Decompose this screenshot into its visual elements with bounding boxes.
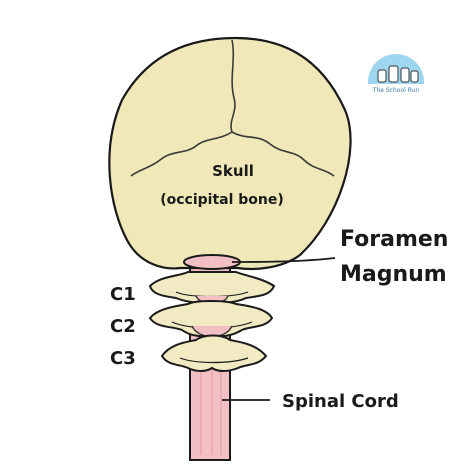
- school-run-logo: The School Run: [368, 54, 424, 94]
- vertebra-c2: [148, 300, 274, 338]
- sagittal-suture: [230, 39, 236, 133]
- c1-label: C1: [110, 284, 136, 305]
- lambdoid-suture-right: [231, 131, 335, 177]
- foramen-leader-line: [231, 257, 336, 263]
- skull-label: Skull: [212, 162, 254, 180]
- foramen-label-line2: Magnum: [340, 262, 447, 287]
- vertebra-c1: [148, 271, 276, 305]
- skull-sublabel: (occipital bone): [160, 192, 284, 208]
- foramen-magnum: [183, 254, 241, 270]
- skull: [108, 36, 352, 270]
- c3-label: C3: [110, 348, 136, 369]
- logo-figures-icon: [377, 65, 419, 83]
- lambdoid-suture-left: [130, 131, 233, 177]
- logo-text: The School Run: [372, 87, 420, 94]
- spinal-cord-label: Spinal Cord: [282, 391, 399, 412]
- vertebra-c3: [160, 334, 268, 372]
- foramen-label-line1: Foramen: [340, 227, 448, 252]
- c2-label: C2: [110, 316, 136, 337]
